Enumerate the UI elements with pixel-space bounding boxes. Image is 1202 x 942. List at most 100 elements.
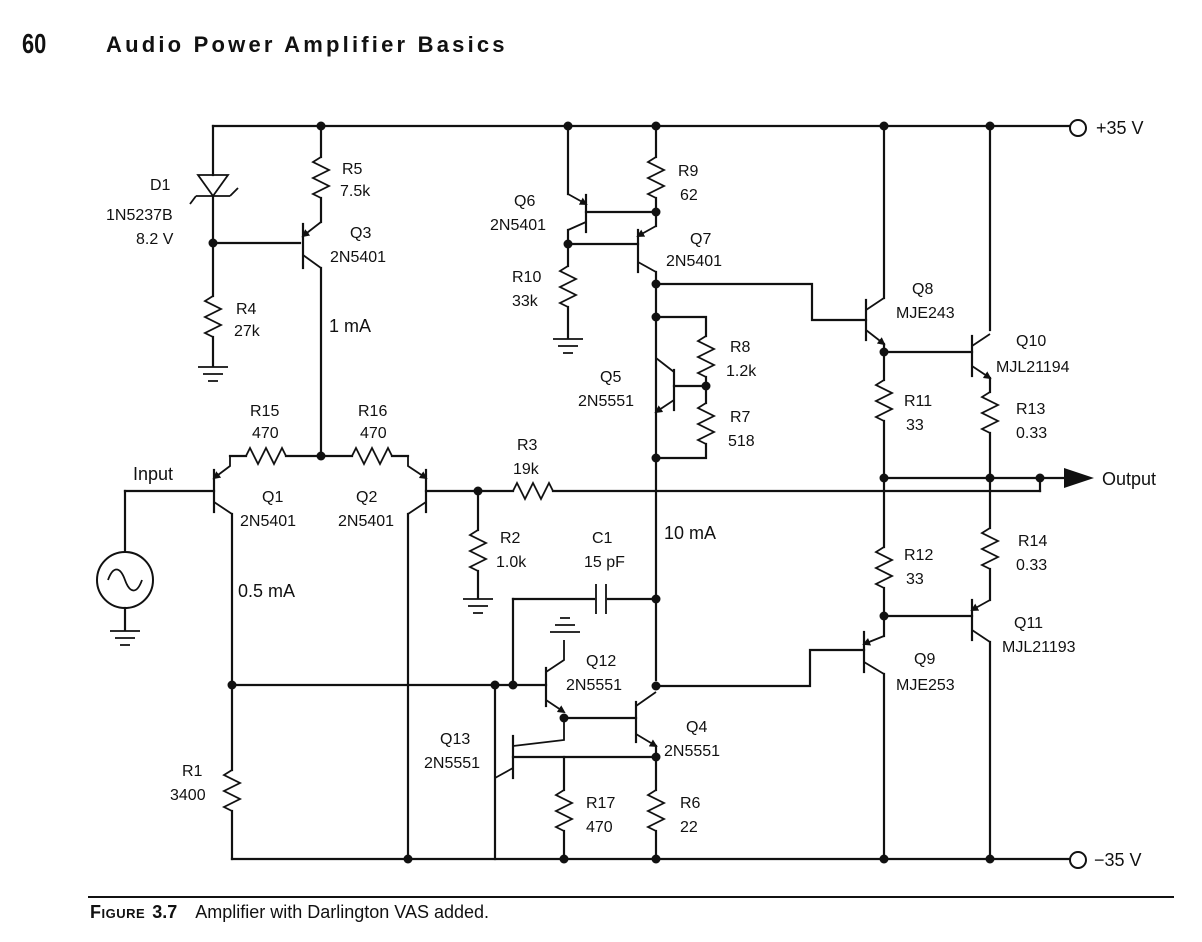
r9-ref: R9 xyxy=(678,163,699,180)
d1-ref: D1 xyxy=(150,177,171,194)
zener-diode-d1 xyxy=(189,124,239,245)
r3-value: 19k xyxy=(513,461,540,478)
q9-ref: Q9 xyxy=(914,651,935,668)
resistor-r4 xyxy=(202,241,224,368)
r17-value: 470 xyxy=(586,819,613,836)
ground-icon xyxy=(553,338,583,354)
resistor-r7 xyxy=(654,375,717,460)
transistor-q7 xyxy=(566,225,658,682)
q6-ref: Q6 xyxy=(514,193,535,210)
r9-value: 62 xyxy=(680,187,698,204)
q12-value: 2N5551 xyxy=(566,677,622,694)
r10-value: 33k xyxy=(512,293,539,310)
q10-ref: Q10 xyxy=(1016,333,1046,350)
capacitor-c1 xyxy=(511,584,658,688)
resistor-r5 xyxy=(310,121,332,224)
q11-value: MJL21193 xyxy=(1002,639,1076,656)
q2-ref: Q2 xyxy=(356,489,377,506)
q8-ref: Q8 xyxy=(912,281,933,298)
r12-value: 33 xyxy=(906,571,924,588)
q4-value: 2N5551 xyxy=(664,743,720,760)
r16-ref: R16 xyxy=(358,403,387,420)
sine-wave-icon xyxy=(107,568,143,592)
r12-ref: R12 xyxy=(904,547,933,564)
resistor-r8 xyxy=(654,315,717,378)
transistor-q9 xyxy=(862,630,886,861)
positive-rail xyxy=(211,119,1087,137)
resistor-r13 xyxy=(979,391,1001,530)
q3-ref: Q3 xyxy=(350,225,371,242)
r17-ref: R17 xyxy=(586,795,615,812)
figure-caption-text: Amplifier with Darlington VAS added. xyxy=(195,902,490,922)
q13-value: 2N5551 xyxy=(424,755,480,772)
r15-ref: R15 xyxy=(250,403,279,420)
resistor-r10 xyxy=(553,242,583,354)
r1-ref: R1 xyxy=(182,763,203,780)
ground-icon xyxy=(198,366,228,382)
c1-value: 15 pF xyxy=(584,554,625,571)
q1-ref: Q1 xyxy=(262,489,283,506)
q6-value: 2N5401 xyxy=(490,217,546,234)
q5-ref: Q5 xyxy=(600,369,621,386)
resistor-r14 xyxy=(979,527,1001,602)
q8-base-wire xyxy=(654,282,868,322)
q8-value: MJE243 xyxy=(896,305,955,322)
q3-value: 2N5401 xyxy=(330,249,386,266)
figure-caption: Figure 3.7 Amplifier with Darlington VAS… xyxy=(90,902,489,923)
r10-ref: R10 xyxy=(512,269,541,286)
resistor-r11 xyxy=(873,379,895,549)
ground-icon xyxy=(110,630,140,646)
current-label-vas: 10 mA xyxy=(664,523,716,543)
d1-voltage: 8.2 V xyxy=(136,231,174,248)
resistor-r2 xyxy=(463,489,493,614)
resistor-r3 xyxy=(512,480,1042,502)
q9-value: MJE253 xyxy=(896,677,955,694)
input-signal-source xyxy=(96,489,154,646)
current-label-input: 0.5 mA xyxy=(238,581,295,601)
q13-ref: Q13 xyxy=(440,731,470,748)
transistor-q13 xyxy=(493,683,658,861)
ground-icon xyxy=(550,617,580,633)
caption-rule xyxy=(88,896,1174,898)
r14-value: 0.33 xyxy=(1016,557,1047,574)
resistor-r12 xyxy=(873,546,895,638)
positive-rail-label: +35 V xyxy=(1096,118,1144,138)
transistor-q6 xyxy=(566,124,658,246)
resistor-r15 xyxy=(228,445,354,467)
q12-ref: Q12 xyxy=(586,653,616,670)
figure-label: Figure xyxy=(90,902,146,922)
r5-ref: R5 xyxy=(342,161,363,178)
r4-value: 27k xyxy=(234,323,261,340)
r8-ref: R8 xyxy=(730,339,751,356)
r13-ref: R13 xyxy=(1016,401,1045,418)
resistor-r9 xyxy=(645,124,667,228)
r7-ref: R7 xyxy=(730,409,751,426)
r2-ref: R2 xyxy=(500,530,521,547)
current-label-ltp: 1 mA xyxy=(329,316,371,336)
amplifier-schematic: +35 V −35 V Input Output 1 mA 0.5 mA 10 … xyxy=(96,118,1156,870)
r8-value: 1.2k xyxy=(726,363,757,380)
transistor-q10 xyxy=(882,124,992,394)
r6-value: 22 xyxy=(680,819,698,836)
r16-value: 470 xyxy=(360,425,387,442)
r1-value: 3400 xyxy=(170,787,206,804)
transistor-q11 xyxy=(882,598,992,861)
r6-ref: R6 xyxy=(680,795,701,812)
resistor-r17 xyxy=(553,755,575,861)
transistor-q4 xyxy=(562,691,658,792)
transistor-q1 xyxy=(123,456,234,772)
d1-value: 1N5237B xyxy=(106,207,173,224)
input-label: Input xyxy=(133,464,173,484)
q11-ref: Q11 xyxy=(1014,615,1043,632)
negative-rail-label: −35 V xyxy=(1094,850,1142,870)
r2-value: 1.0k xyxy=(496,554,527,571)
r14-ref: R14 xyxy=(1018,533,1047,550)
q4-ref: Q4 xyxy=(686,719,707,736)
negative-terminal-icon xyxy=(1069,851,1087,869)
output-label: Output xyxy=(1102,469,1156,489)
ground-icon xyxy=(463,598,493,614)
q1-value: 2N5401 xyxy=(240,513,296,530)
r11-ref: R11 xyxy=(904,393,932,410)
resistor-r1 xyxy=(221,769,243,861)
